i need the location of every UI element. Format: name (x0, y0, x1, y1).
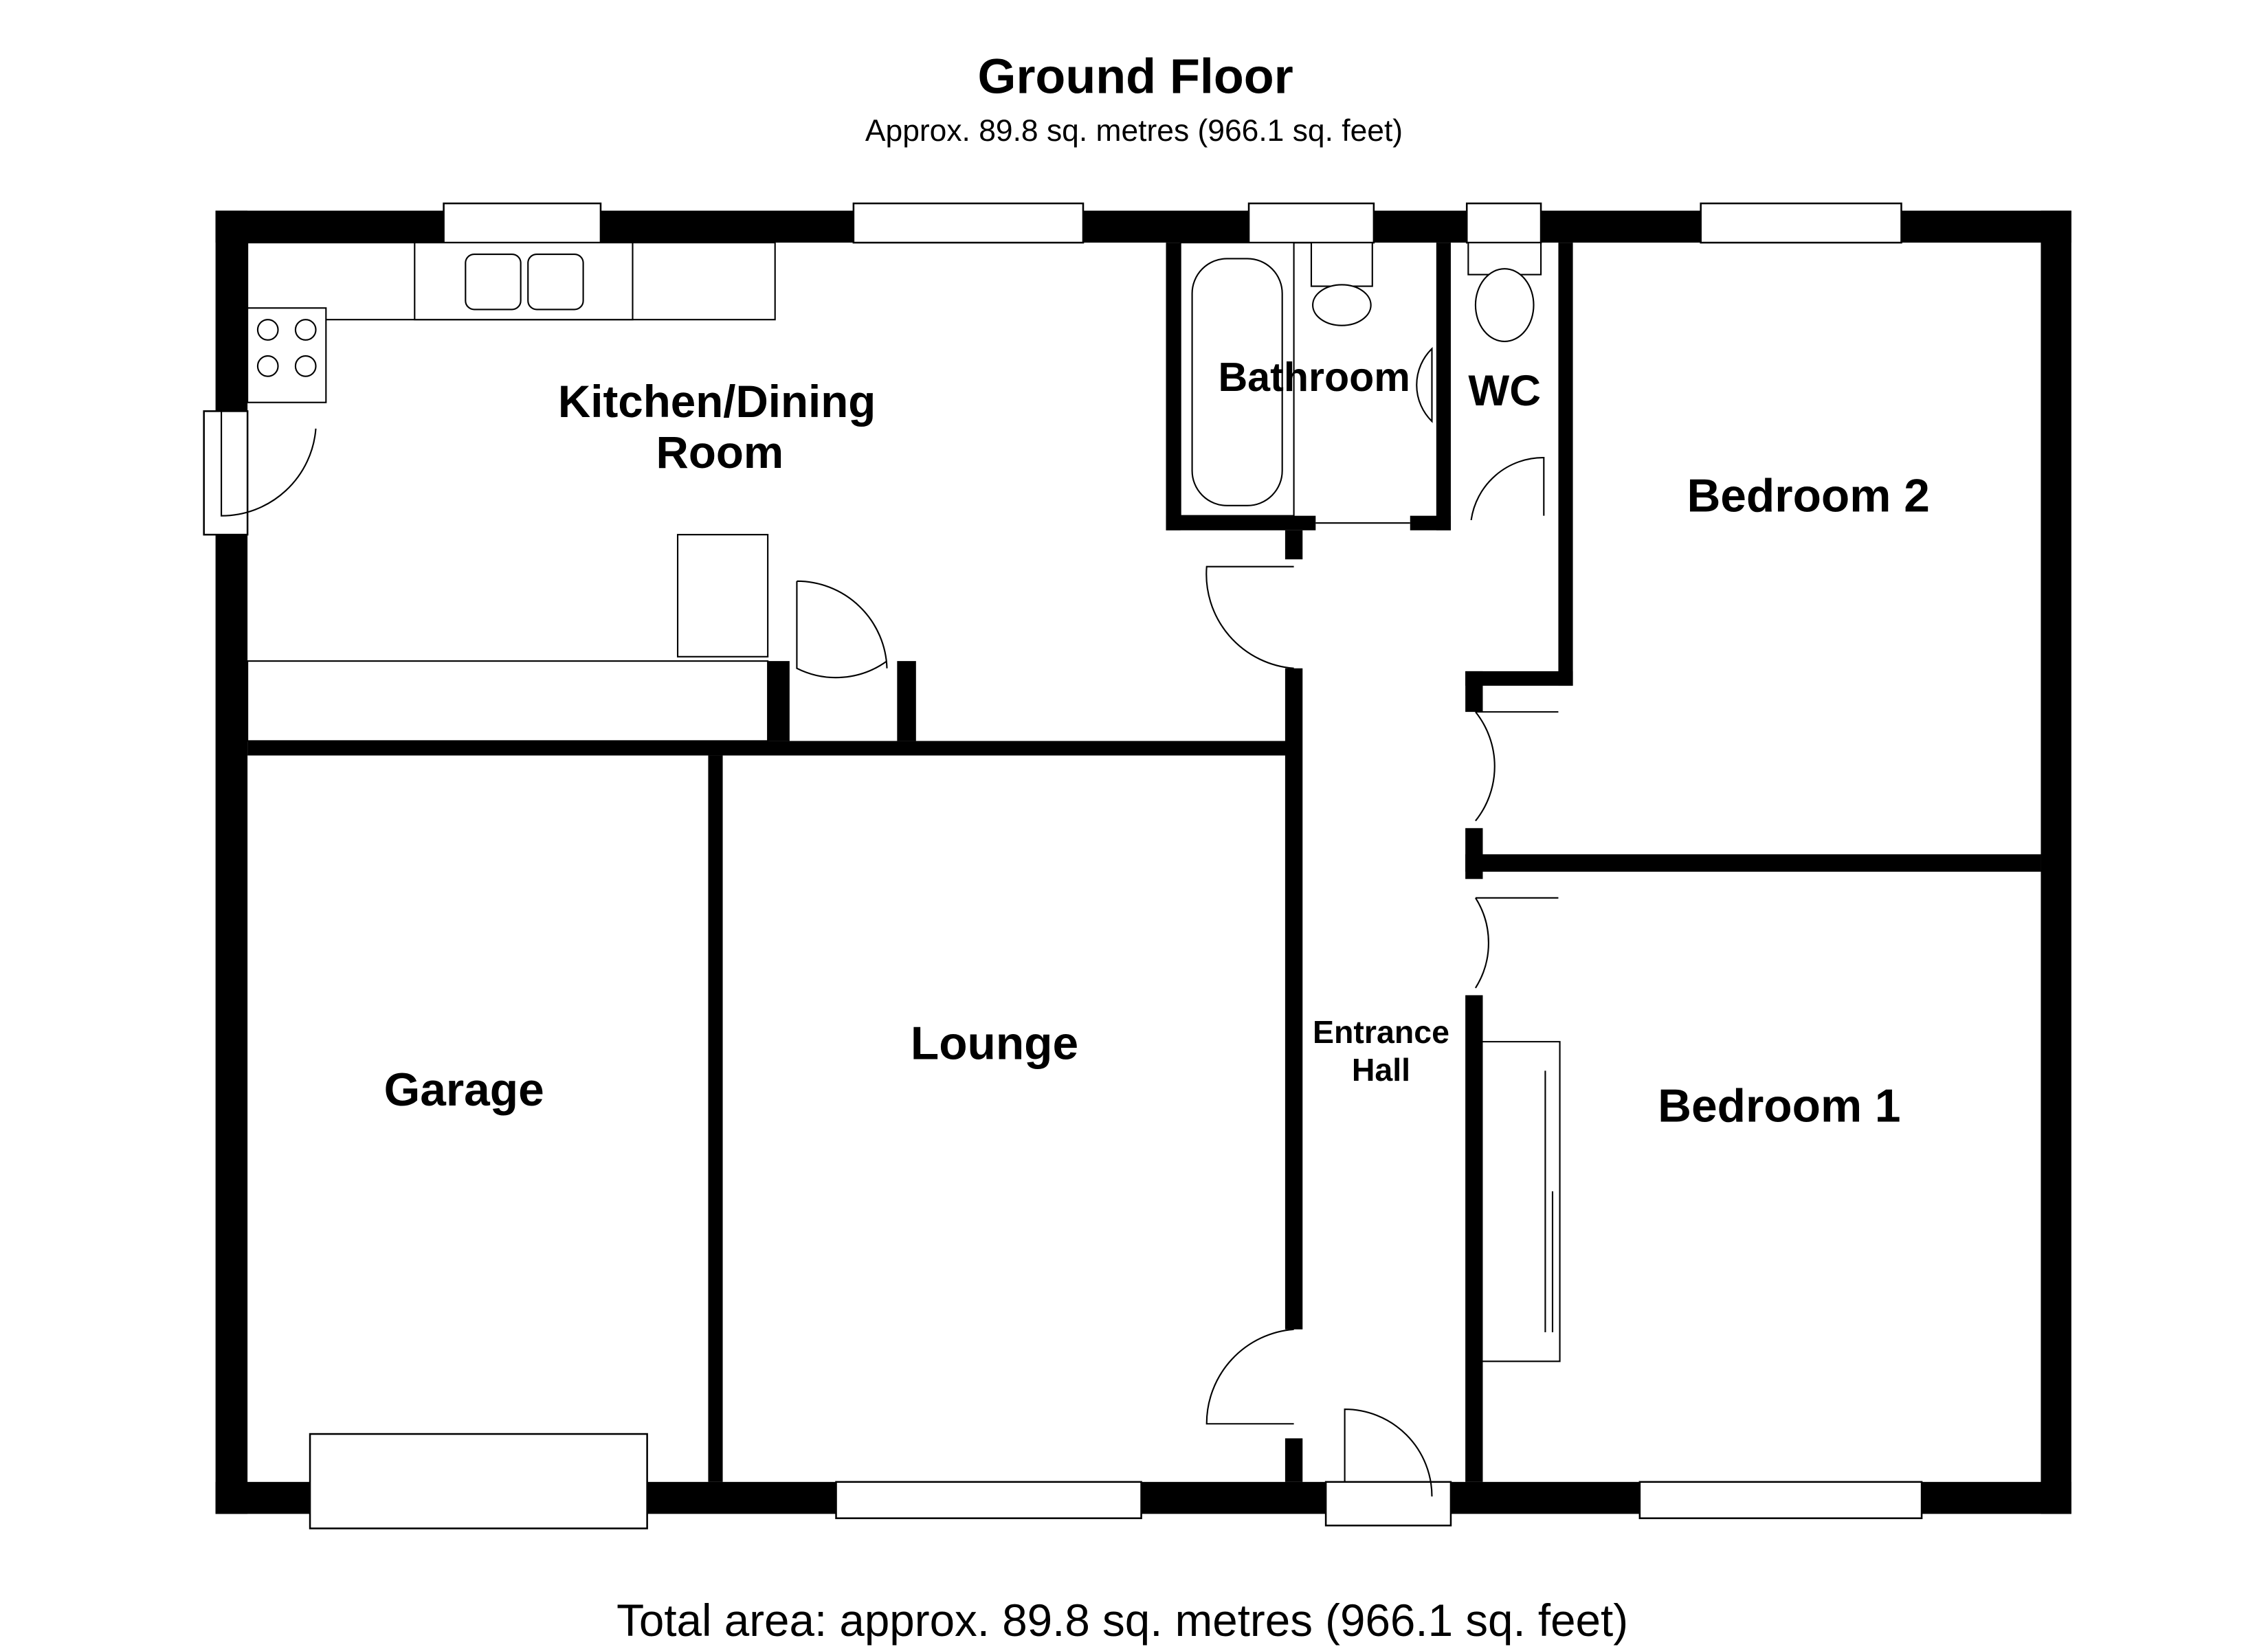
label-kitchen: Kitchen/Dining (558, 377, 876, 427)
plan-title: Ground Floor (978, 49, 1293, 104)
windows (203, 202, 1923, 1529)
total-area: Total area: approx. 89.8 sq. metres (966… (616, 1595, 1628, 1646)
label-garage: Garage (384, 1064, 544, 1116)
label-lounge: Lounge (911, 1018, 1078, 1069)
front-door (1324, 1481, 1452, 1527)
label-entrance: Entrance (1313, 1014, 1449, 1050)
fixtures (247, 242, 1561, 1362)
label-kitchen-2: Room (656, 427, 784, 478)
label-bedroom-1: Bedroom 1 (1658, 1080, 1900, 1132)
label-bathroom: Bathroom (1218, 354, 1410, 400)
doors (221, 411, 1559, 1496)
label-wc: WC (1468, 367, 1541, 415)
garage-door (309, 1433, 648, 1529)
label-bedroom-2: Bedroom 2 (1687, 470, 1929, 521)
label-hall: Hall (1352, 1052, 1410, 1088)
plan-subtitle: Approx. 89.8 sq. metres (966.1 sq. feet) (865, 114, 1403, 148)
walls (215, 210, 2071, 1514)
room-labels: Kitchen/Dining Room Bathroom WC Bedroom … (384, 354, 1930, 1132)
